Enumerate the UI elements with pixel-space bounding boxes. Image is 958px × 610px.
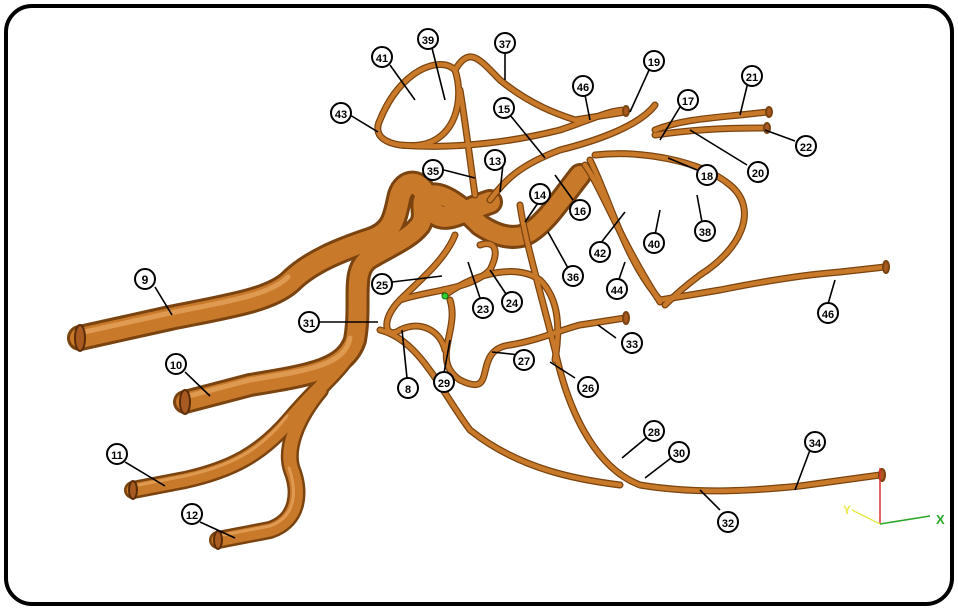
callout-40: 40 xyxy=(643,232,665,254)
callout-label: 36 xyxy=(567,272,579,284)
callout-label: 22 xyxy=(800,142,812,154)
callout-label: 35 xyxy=(427,166,439,178)
callout-25: 25 xyxy=(371,273,393,295)
callout-label: 14 xyxy=(534,190,547,202)
callout-label: 12 xyxy=(186,510,198,522)
callout-13: 13 xyxy=(484,149,506,171)
callout-36: 36 xyxy=(562,265,584,287)
callout-label: 25 xyxy=(376,280,388,292)
callout-label: 46 xyxy=(577,82,589,94)
callout-39: 39 xyxy=(417,28,439,50)
callout-16: 16 xyxy=(569,199,591,221)
branch-tubes xyxy=(374,53,890,495)
callout-label: 8 xyxy=(405,384,411,396)
y-axis-label: Y xyxy=(843,503,851,517)
callout-8: 8 xyxy=(397,377,419,399)
callout-label: 23 xyxy=(477,304,489,316)
callout-19: 19 xyxy=(643,50,665,72)
callout-label: 41 xyxy=(376,53,388,65)
callout-label: 46 xyxy=(822,309,834,321)
main-trunk-tubes xyxy=(67,163,592,550)
callout-41: 41 xyxy=(371,46,393,68)
callout-37: 37 xyxy=(494,32,516,54)
callout-label: 26 xyxy=(582,383,594,395)
callout-label: 43 xyxy=(335,109,347,121)
callout-label: 28 xyxy=(648,427,660,439)
callout-9: 9 xyxy=(134,268,156,290)
callout-label: 34 xyxy=(809,438,822,450)
callout-43: 43 xyxy=(330,102,352,124)
callout-15: 15 xyxy=(493,97,515,119)
callout-32: 32 xyxy=(717,511,739,533)
callout-28: 28 xyxy=(643,420,665,442)
callout-26: 26 xyxy=(577,376,599,398)
callout-10: 10 xyxy=(165,353,187,375)
y-axis-line xyxy=(851,509,881,525)
callout-label: 16 xyxy=(574,206,586,218)
callout-label: 11 xyxy=(111,450,123,462)
callout-34: 34 xyxy=(804,431,826,453)
callout-label: 44 xyxy=(611,285,624,297)
callout-label: 20 xyxy=(752,168,764,180)
callout-42: 42 xyxy=(589,241,611,263)
callout-30: 30 xyxy=(668,441,690,463)
callout-12: 12 xyxy=(181,503,203,525)
callout-22: 22 xyxy=(795,135,817,157)
callout-label: 27 xyxy=(518,356,530,368)
callout-label: 21 xyxy=(746,72,758,84)
callout-35: 35 xyxy=(422,159,444,181)
callout-31: 31 xyxy=(298,311,320,333)
callout-label: 15 xyxy=(498,104,510,116)
callout-label: 29 xyxy=(438,378,450,390)
callout-11: 11 xyxy=(106,443,128,465)
callout-38: 38 xyxy=(694,220,716,242)
callout-label: 33 xyxy=(626,339,638,351)
callout-label: 9 xyxy=(142,273,149,287)
callout-label: 37 xyxy=(499,39,511,51)
callout-21: 21 xyxy=(741,65,763,87)
callout-label: 32 xyxy=(722,518,734,530)
callout-label: 19 xyxy=(648,57,660,69)
callout-label: 24 xyxy=(506,298,519,310)
callout-label: 17 xyxy=(682,96,694,108)
callout-14: 14 xyxy=(529,183,551,205)
callout-18: 18 xyxy=(696,164,718,186)
callout-label: 39 xyxy=(422,35,434,47)
callout-label: 13 xyxy=(489,156,501,168)
callout-46-right: 46 xyxy=(817,302,839,324)
callout-44: 44 xyxy=(606,278,628,300)
callout-46-top: 46 xyxy=(572,75,594,97)
callout-label: 42 xyxy=(594,248,606,260)
callout-label: 30 xyxy=(673,448,685,460)
axis-triad: X Y xyxy=(843,468,945,527)
callouts: 9 10 11 12 13 14 15 16 17 18 19 20 21 22… xyxy=(106,28,839,533)
leader-lines xyxy=(124,47,836,539)
callout-label: 40 xyxy=(648,239,660,251)
callout-27: 27 xyxy=(513,349,535,371)
x-axis-label: X xyxy=(936,512,945,527)
callout-29: 29 xyxy=(433,371,455,393)
callout-label: 10 xyxy=(170,360,182,372)
callout-23: 23 xyxy=(472,297,494,319)
callout-24: 24 xyxy=(501,291,523,313)
callout-17: 17 xyxy=(677,89,699,111)
x-axis-line xyxy=(879,515,931,525)
callout-label: 38 xyxy=(699,227,711,239)
callout-label: 31 xyxy=(303,318,315,330)
callout-label: 18 xyxy=(701,171,713,183)
callout-20: 20 xyxy=(747,161,769,183)
callout-33: 33 xyxy=(621,332,643,354)
